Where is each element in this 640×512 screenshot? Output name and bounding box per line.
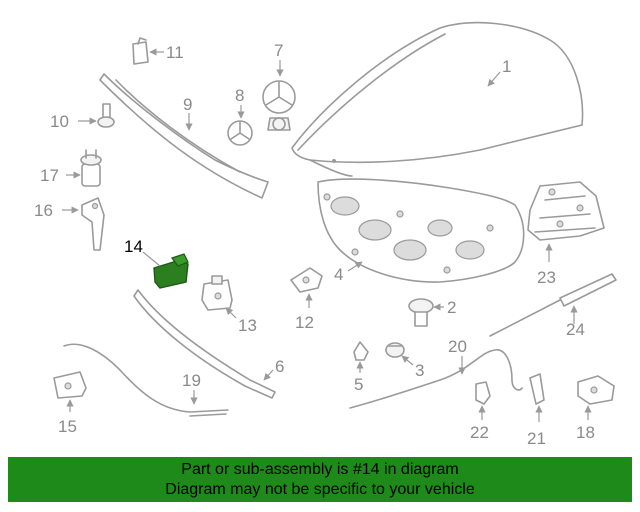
callout-6[interactable]: 6 <box>275 357 284 376</box>
pad-2-part[interactable] <box>408 298 434 327</box>
grommet-part[interactable] <box>80 149 102 187</box>
callout-20[interactable]: 20 <box>448 337 467 356</box>
weatherstrip-part[interactable] <box>133 289 276 399</box>
emblem-badge-part[interactable] <box>227 120 253 146</box>
part-info-banner: Part or sub-assembly is #14 in diagram D… <box>8 457 632 502</box>
bracket-16-part[interactable] <box>81 197 105 251</box>
hinge-23-part[interactable] <box>527 181 605 241</box>
callout-7[interactable]: 7 <box>274 41 283 60</box>
callout-11[interactable]: 11 <box>166 43 184 62</box>
callout-22[interactable]: 22 <box>470 423 489 442</box>
callout-10[interactable]: 10 <box>50 112 69 131</box>
star-emblem-part[interactable] <box>262 80 296 131</box>
callout-18[interactable]: 18 <box>576 423 595 442</box>
clip-5-part[interactable] <box>353 341 369 361</box>
parts-diagram: 1 4 7 8 9 11 <box>34 21 617 448</box>
bumper-stop-part[interactable] <box>97 103 115 128</box>
banner-line-2: Diagram may not be specific to your vehi… <box>165 481 475 498</box>
callout-13[interactable]: 13 <box>238 316 257 335</box>
bracket-18-part[interactable] <box>577 375 615 405</box>
cap-12-part[interactable] <box>290 267 323 293</box>
latch-13-part[interactable] <box>201 275 233 311</box>
callout-15[interactable]: 15 <box>58 417 77 436</box>
callout-14[interactable]: 14 <box>124 237 143 256</box>
callout-19[interactable]: 19 <box>182 371 201 390</box>
callout-8[interactable]: 8 <box>235 86 244 105</box>
callout-2[interactable]: 2 <box>447 298 456 317</box>
grommet-3-part[interactable] <box>385 342 405 358</box>
callout-17[interactable]: 17 <box>40 166 59 185</box>
callout-9[interactable]: 9 <box>183 95 192 114</box>
lever-21-part[interactable] <box>529 373 545 405</box>
callout-5[interactable]: 5 <box>354 375 363 394</box>
callout-1[interactable]: 1 <box>502 57 511 76</box>
clip-11-part[interactable] <box>132 37 149 65</box>
banner-line-1: Part or sub-assembly is #14 in diagram <box>181 461 459 478</box>
callout-16[interactable]: 16 <box>34 201 53 220</box>
release-cable-19-part[interactable] <box>63 343 229 417</box>
release-cable-20-part[interactable] <box>349 349 523 409</box>
callout-4[interactable]: 4 <box>334 265 343 284</box>
gas-strut-part[interactable] <box>489 273 617 337</box>
callout-12[interactable]: 12 <box>295 313 314 332</box>
hood-seal-strip-part[interactable] <box>99 73 269 199</box>
latch-15-part[interactable] <box>53 371 87 399</box>
callout-21[interactable]: 21 <box>527 429 546 448</box>
callout-23[interactable]: 23 <box>537 268 556 287</box>
hood-part[interactable] <box>291 21 584 177</box>
safety-catch-part-highlighted[interactable] <box>153 253 189 289</box>
hood-insulation-part[interactable] <box>317 178 525 283</box>
callout-3[interactable]: 3 <box>415 361 424 380</box>
handle-22-part[interactable] <box>475 381 491 405</box>
callout-24[interactable]: 24 <box>566 320 585 339</box>
